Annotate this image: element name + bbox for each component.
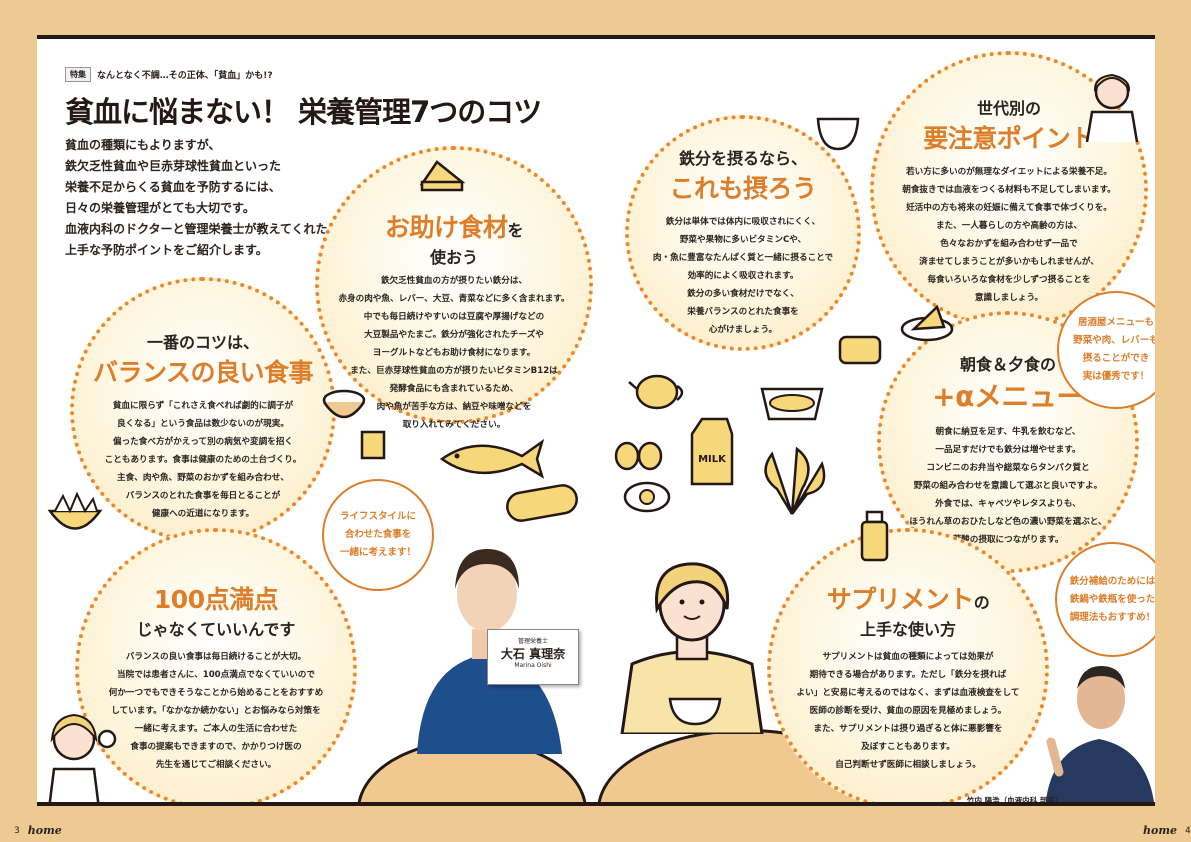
tip-post: 使おう	[429, 248, 478, 267]
tip-body: バランスの良い食事は毎日続けることが大切。 当院では患者さんに、100点満点でな…	[108, 652, 324, 770]
tip-100-points: 100点満点 じゃなくていいんです バランスの良い食事は毎日続けることが大切。 …	[75, 528, 357, 802]
kicker-text: なんとなく不調…その正体、「貧血」かも!?	[97, 71, 273, 81]
tip-helper-foods: お助け食材を 使おう 鉄欠乏性貧血の方が摂りたい鉄分は、 赤身の肉や魚、レバー、…	[315, 146, 593, 430]
cup-icon	[360, 430, 386, 460]
tip-heading-main: サプリメント	[826, 585, 975, 614]
badge-role: 管理栄養士	[517, 638, 548, 645]
watermelon-plate-icon	[900, 304, 954, 342]
eggs-icon	[614, 441, 663, 471]
salad-bowl-icon	[47, 491, 103, 530]
bubble-lifestyle: ライフスタイルに 合わせた食事を 一緒に考えます！	[322, 479, 434, 591]
tip-heading: バランスの良い食事	[92, 358, 314, 387]
page-number-right: 4	[1184, 825, 1191, 836]
fish-icon	[439, 438, 545, 479]
soup-bowl-icon	[816, 117, 860, 151]
tip-body: サプリメントは貧血の種類によっては効果が 期待できる場合があります。ただし「鉄分…	[796, 652, 1020, 770]
tip-also-eat: 鉄分を摂るなら、 これも摂ろう 鉄分は単体では体内に吸収されにくく、 野菜や果物…	[625, 115, 861, 351]
name-badge: 管理栄養士 大石 真理奈 Marina Oishi	[487, 629, 579, 685]
spinach-icon	[764, 446, 826, 515]
bubble-izakaya: 居酒屋メニューも 野菜や肉、レバーも 摂ることができ 実は優秀です！	[1057, 291, 1155, 409]
tip-body: 貧血に限らず「これさえ食べれば劇的に調子が 良くなる」という食品は数少ないのが現…	[104, 401, 302, 519]
female-doctor-magnifier-illustration	[48, 713, 117, 802]
footer-left: 3 home	[14, 824, 62, 837]
tip-body: 朝食に納豆を足す、牛乳を飲むなど、 一品足すだけでも鉄分は増やせます。 コンビニ…	[909, 427, 1107, 545]
tip-body: 鉄分は単体では体内に吸収されにくく、 野菜や果物に多いビタミンCや、 肉・魚に豊…	[652, 217, 834, 335]
doctor-caption: 竹内 陽浩（血液内科 部長）	[967, 796, 1063, 805]
tip-supplements: サプリメントの 上手な使い方 サプリメントは貧血の種類によっては効果が 期待でき…	[767, 528, 1049, 802]
tip-heading: お助け食材を	[384, 208, 524, 244]
doctor-photo	[1045, 666, 1154, 802]
tip-heading: +αメニュー	[932, 380, 1084, 413]
tip-heading: 要注意ポイント	[923, 124, 1095, 153]
rolled-omelet-icon	[838, 335, 882, 365]
tip-pre: 朝食＆夕食の	[959, 355, 1056, 374]
magazine-spread: 特集 なんとなく不調…その正体、「貧血」かも!? 貧血に悩まない！ 栄養管理7つ…	[37, 35, 1155, 806]
tip-body: 鉄欠乏性貧血の方が摂りたい鉄分は、 赤身の肉や魚、レバー、大豆、青菜などに多く含…	[338, 276, 570, 430]
fried-egg-icon	[623, 481, 671, 513]
bubble-iron-pot: 鉄分補給のためには 鉄鍋や鉄瓶を使った 調理法もおすすめ！	[1055, 542, 1155, 657]
milk-carton-icon: MILK	[690, 417, 734, 486]
tip-heading-suffix: を	[507, 221, 524, 240]
female-doctor-illustration	[1085, 73, 1139, 142]
cheese-icon	[419, 160, 466, 192]
tip-heading: サプリメントの	[827, 580, 990, 616]
badge-romaji: Marina Oishi	[514, 662, 552, 669]
magazine-logo: home	[1143, 824, 1177, 837]
page-title: 貧血に悩まない！ 栄養管理7つのコツ	[65, 95, 542, 129]
tip-heading-suffix: の	[973, 593, 990, 612]
tip-pre: 一番のコツは、	[146, 333, 259, 352]
rice-bowl-icon	[322, 389, 366, 419]
page-number-left: 3	[14, 825, 20, 836]
footer-right: home 4	[1143, 824, 1191, 837]
teapot-icon	[628, 374, 684, 410]
badge-name: 大石 真理奈	[500, 647, 566, 661]
feature-kicker: 特集 なんとなく不調…その正体、「貧血」かも!?	[65, 67, 273, 82]
tip-heading: これも摂ろう	[669, 174, 817, 203]
tip-body: 若い方に多いのが無理なダイエットによる栄養不足。 朝食抜きでは血液をつくる材料も…	[902, 167, 1116, 303]
tip-heading-main: お助け食材	[384, 213, 508, 242]
tip-balance: 一番のコツは、 バランスの良い食事 貧血に限らず「これさえ食べれば劇的に調子が …	[70, 277, 336, 543]
tip-pre: 鉄分を摂るなら、	[678, 149, 807, 168]
feature-tag: 特集	[65, 67, 91, 82]
intro-text: 貧血の種類にもよりますが、 鉄欠乏性貧血や巨赤芽球性貧血といった 栄養不足からく…	[65, 138, 328, 257]
milk-label: MILK	[698, 454, 727, 465]
tip-post: 上手な使い方	[859, 620, 956, 639]
woman-eating-illustration	[620, 562, 764, 734]
tip-heading: 100点満点	[153, 585, 279, 614]
supplement-bottle-icon	[860, 510, 889, 562]
grilled-fish-plate-icon	[760, 387, 824, 421]
tip-pre: 世代別の	[976, 99, 1041, 118]
magazine-logo: home	[27, 824, 62, 837]
bread-icon	[506, 484, 578, 522]
tip-post: じゃなくていいんです	[136, 620, 296, 639]
